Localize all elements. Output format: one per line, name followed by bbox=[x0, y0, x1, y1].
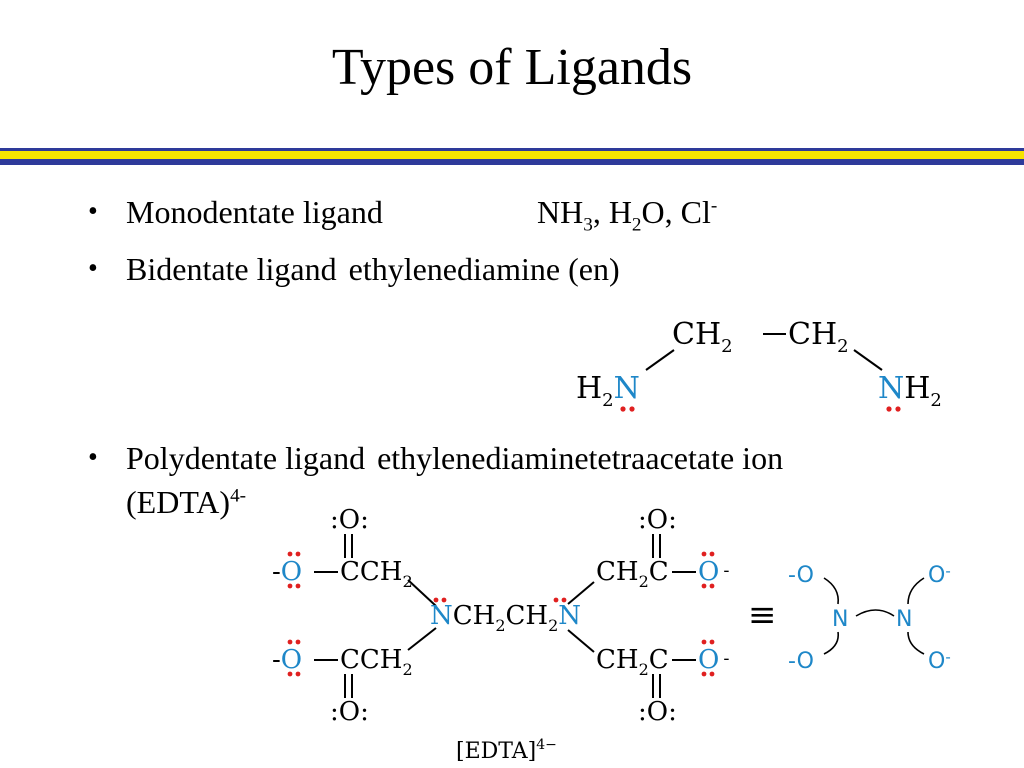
en-right-amine: NH2 bbox=[878, 371, 942, 411]
edta-o-bottom-left: :O: bbox=[330, 697, 369, 727]
edta-o-minus-bl: -O bbox=[272, 645, 302, 675]
bidentate-example: ethylenediamine (en) bbox=[348, 251, 620, 287]
edta-cch2-bl: CCH2 bbox=[340, 645, 413, 679]
edta-o-minus-br: O- bbox=[698, 645, 729, 675]
edta-ch2c-br: CH2C bbox=[596, 645, 669, 679]
bullet-dot: • bbox=[88, 442, 98, 473]
edta-bond-n-tr bbox=[567, 581, 595, 605]
simple-o-bl: -O bbox=[788, 649, 814, 674]
edta-o-top-right: :O: bbox=[638, 505, 677, 535]
edta-bond-n-br bbox=[567, 629, 595, 653]
edta-center-chain: NCH2CH2N bbox=[430, 601, 581, 635]
slide-title: Types of Ligands bbox=[331, 39, 693, 96]
edta-structure: :O: -O CCH2 -O CCH2 :O: NCH2CH2N CH2C :O… bbox=[272, 505, 951, 764]
bullet-label-monodentate: Monodentate ligand bbox=[126, 194, 383, 230]
edta-cch2-tl: CCH2 bbox=[340, 557, 413, 591]
simple-o-tl: -O bbox=[788, 563, 814, 588]
edta-equiv-sign: ≡ bbox=[748, 595, 777, 635]
en-ch2-right: CH2 bbox=[788, 317, 849, 357]
edta-o-minus-tl: -O bbox=[272, 557, 302, 587]
en-lone-pair-left-2 bbox=[629, 406, 635, 412]
en-bond-left bbox=[645, 349, 675, 371]
edta-o-bottom-right: :O: bbox=[638, 697, 677, 727]
simple-o-tr: O- bbox=[928, 562, 951, 588]
bullet-bidentate: • Bidentate ligand ethylenediamine (en) bbox=[88, 249, 620, 289]
title-band-blue-top bbox=[0, 148, 1024, 151]
bullet-dot: • bbox=[88, 196, 98, 227]
simple-connectors bbox=[823, 577, 925, 655]
en-lone-pair-right-1 bbox=[886, 406, 892, 412]
title-band-yellow bbox=[0, 151, 1024, 159]
simple-n-left: N bbox=[832, 607, 848, 632]
en-lone-pair-left-1 bbox=[620, 406, 626, 412]
simple-o-br: O- bbox=[928, 648, 951, 674]
bullet-label-polydentate: Polydentate ligand bbox=[126, 440, 366, 476]
bullet-dot: • bbox=[88, 253, 98, 284]
edta-caption: [EDTA]4− bbox=[456, 737, 557, 764]
monodentate-examples-text: NH3, H2O, Cl- bbox=[537, 194, 718, 236]
bullet-label-bidentate: Bidentate ligand bbox=[126, 251, 337, 287]
simple-n-right: N bbox=[896, 607, 912, 632]
edta-ch2c-tr: CH2C bbox=[596, 557, 669, 591]
polydentate-example: ethylenediaminetetraacetate ion bbox=[377, 440, 784, 476]
en-structure: CH2 CH2 H2N NH2 bbox=[576, 317, 942, 412]
en-left-amine: H2N bbox=[576, 371, 640, 411]
polydentate-example-line2: (EDTA)4- bbox=[126, 482, 246, 522]
edta-lone-pairs bbox=[287, 551, 715, 677]
en-lone-pair-right-2 bbox=[895, 406, 901, 412]
edta-o-minus-tr: O- bbox=[698, 557, 729, 587]
bullet-monodentate: • Monodentate ligand bbox=[88, 192, 383, 232]
edta-bond-tl-n bbox=[407, 579, 437, 607]
title-band-blue-bottom bbox=[0, 159, 1024, 165]
edta-ion-label: (EDTA)4- bbox=[126, 484, 247, 520]
monodentate-examples: NH3, H2O, Cl- bbox=[537, 192, 718, 236]
en-bond-right bbox=[853, 349, 883, 371]
edta-bond-bl-n bbox=[407, 627, 437, 651]
bullet-polydentate: • Polydentate ligand ethylenediaminetetr… bbox=[88, 438, 784, 478]
en-ch2-left: CH2 bbox=[672, 317, 733, 357]
edta-o-top-left: :O: bbox=[330, 505, 369, 535]
